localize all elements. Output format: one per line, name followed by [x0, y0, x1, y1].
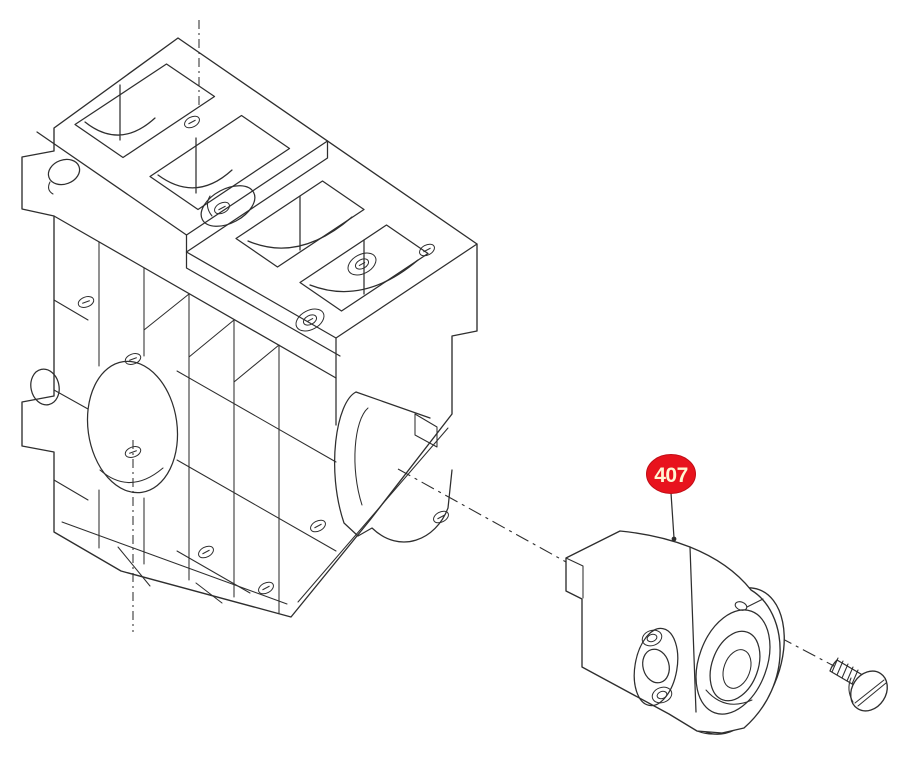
assembly-centerline	[397, 468, 835, 667]
block-silhouette	[21, 37, 478, 618]
part-callout-407[interactable]: 407	[646, 454, 696, 539]
mounting-screw	[829, 657, 888, 712]
callout-balloon	[646, 454, 696, 494]
pump-assembly	[565, 530, 785, 735]
callout-label: 407	[654, 464, 688, 487]
cylinder-block	[21, 20, 478, 632]
callout-leader-line	[670, 492, 675, 539]
